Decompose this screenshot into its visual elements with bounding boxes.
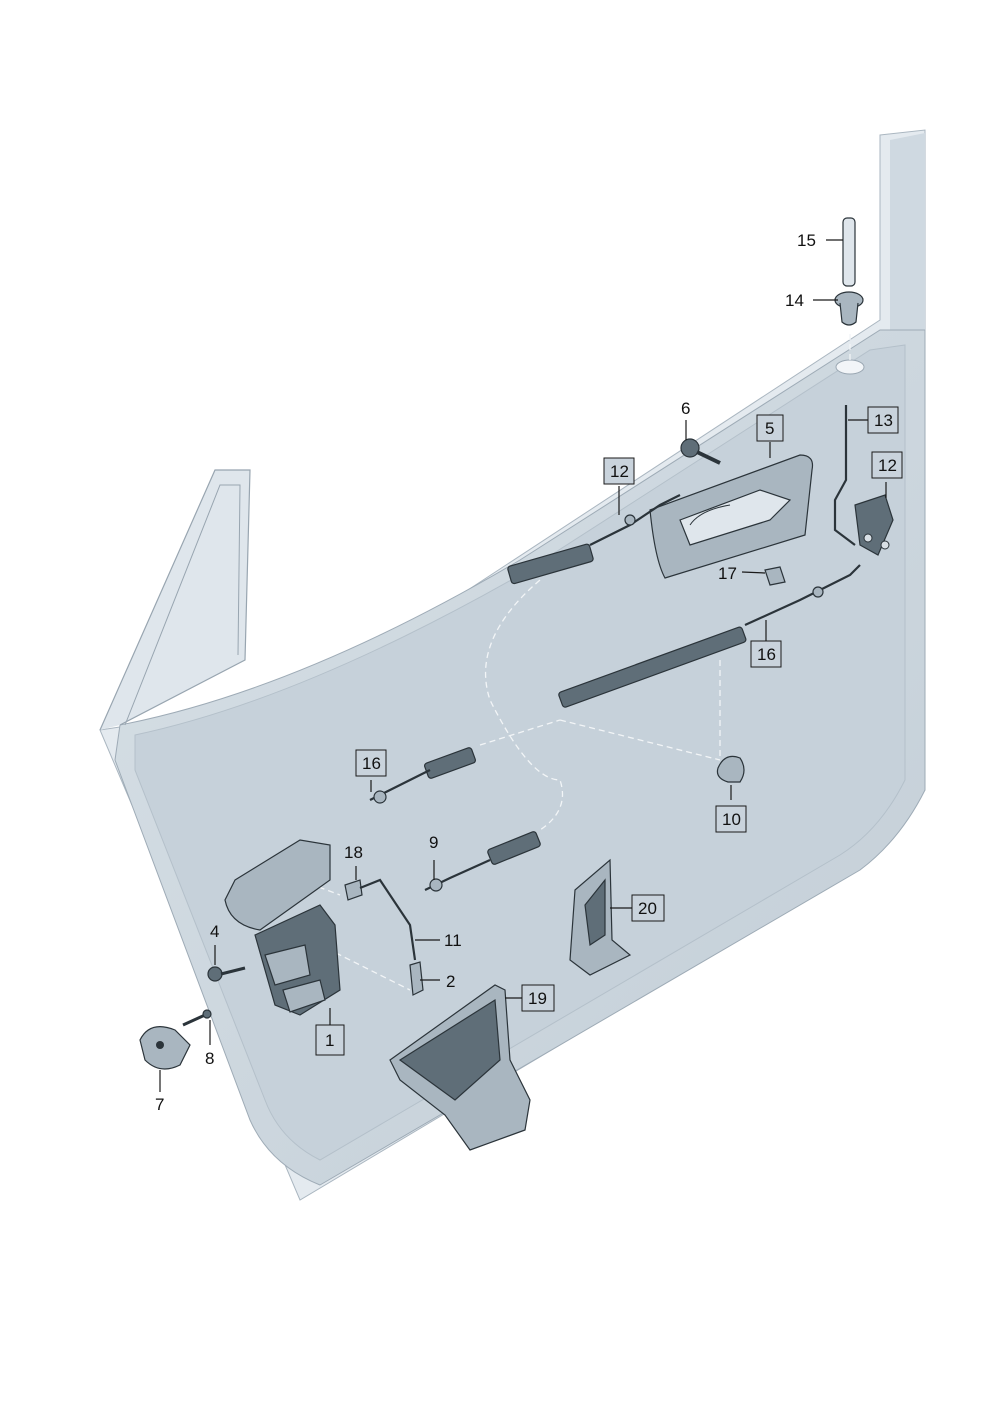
part-5-handle (649, 454, 814, 579)
part-6-screw (680, 438, 721, 465)
callout-11: 11 (444, 931, 462, 950)
part-15-rod (842, 217, 856, 287)
part-20-bracket (569, 858, 632, 976)
part-16-long-cable (558, 564, 861, 708)
callout-19: 19 (521, 984, 555, 1012)
leader-lines (159, 239, 887, 1092)
part-14-grommet (834, 291, 864, 326)
callout-19-label: 19 (528, 989, 547, 1008)
callout-20: 20 (631, 894, 665, 922)
part-16-short-cable (369, 747, 476, 804)
callout-15: 15 (797, 231, 816, 250)
callout-4-label: 4 (210, 922, 219, 941)
callout-18-label: 18 (344, 843, 363, 862)
part-2-clip (409, 961, 424, 996)
callout-1: 1 (315, 1024, 345, 1056)
callout-10: 10 (715, 805, 747, 833)
part-12-bracket (854, 494, 894, 556)
part-18-connector (344, 878, 417, 961)
callout-16-left: 16 (355, 749, 387, 777)
door-hole (835, 359, 865, 375)
callout-11-label: 11 (444, 931, 462, 950)
callout-13: 13 (867, 406, 899, 434)
part-7-cap (139, 1026, 191, 1070)
callout-9: 9 (429, 833, 438, 852)
callout-8: 8 (205, 1049, 214, 1068)
callout-17: 17 (718, 564, 737, 583)
part-1-lock (224, 839, 341, 1016)
callout-16-right-label: 16 (757, 645, 776, 664)
part-17-clip (764, 566, 786, 586)
part-13-rod (833, 405, 856, 546)
callout-16-left-label: 16 (362, 754, 381, 773)
callout-14-label: 14 (785, 291, 804, 310)
callout-8-label: 8 (205, 1049, 214, 1068)
callout-12-right-label: 12 (878, 456, 897, 475)
callout-12-left: 12 (603, 457, 635, 485)
callout-13-label: 13 (874, 411, 893, 430)
callout-6: 6 (681, 399, 690, 418)
callout-18: 18 (344, 843, 363, 862)
callout-17-label: 17 (718, 564, 737, 583)
part-19-bracket (389, 984, 531, 1151)
part-9-cable (424, 831, 541, 892)
callout-9-label: 9 (429, 833, 438, 852)
callout-10-label: 10 (722, 810, 741, 829)
part-8-screw (182, 1009, 212, 1027)
callout-1-label: 1 (325, 1031, 334, 1050)
callout-7: 7 (155, 1095, 164, 1114)
part-12-cable (507, 494, 681, 585)
callout-16-right: 16 (750, 640, 782, 668)
callout-4: 4 (210, 922, 219, 941)
part-4-screw (207, 966, 246, 982)
callout-12-left-label: 12 (610, 462, 629, 481)
callout-7-label: 7 (155, 1095, 164, 1114)
callout-2: 2 (446, 972, 455, 991)
callout-12-right: 12 (871, 451, 903, 479)
callout-2-label: 2 (446, 972, 455, 991)
callout-6-label: 6 (681, 399, 690, 418)
callout-20-label: 20 (638, 899, 657, 918)
callout-15-label: 15 (797, 231, 816, 250)
part-10-clip (716, 755, 745, 783)
callout-14: 14 (785, 291, 804, 310)
callout-5-label: 5 (765, 419, 774, 438)
callout-5: 5 (756, 414, 784, 442)
